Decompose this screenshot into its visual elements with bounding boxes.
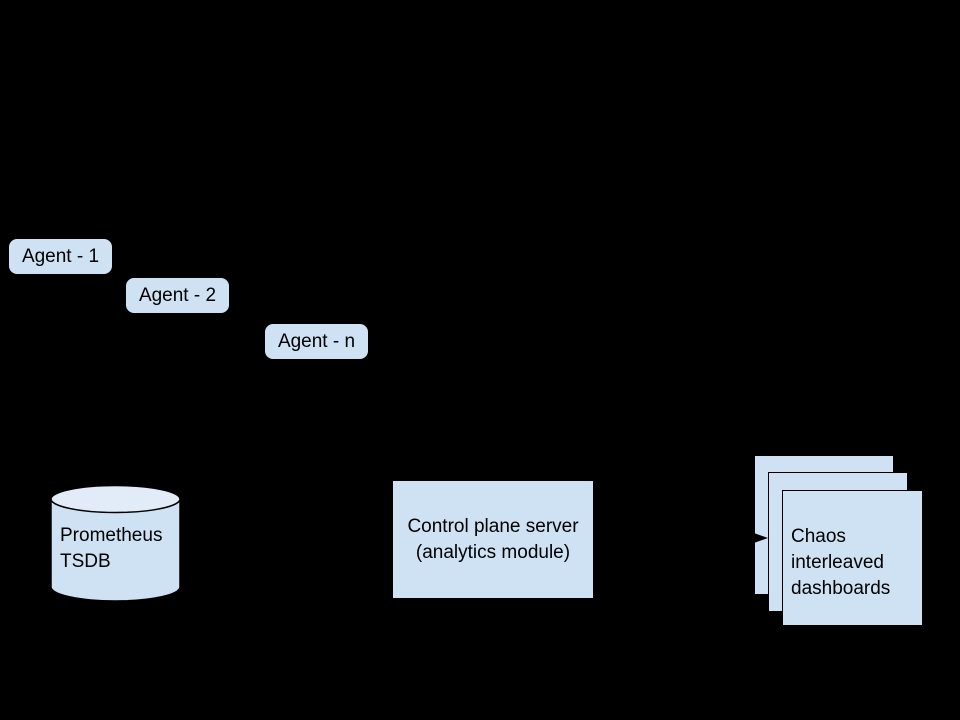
- control-plane-server-label: Control plane server (analytics module): [407, 515, 579, 563]
- agent-1-node: Agent - 1: [9, 239, 112, 274]
- dashboard-stack-front: Chaos interleaved dashboards: [782, 490, 923, 626]
- database-cylinder-icon: [50, 484, 181, 602]
- agent-n-label: Agent - n: [277, 330, 356, 352]
- prometheus-tsdb-label: Prometheus TSDB: [60, 525, 163, 572]
- agent-2-node: Agent - 2: [126, 278, 229, 313]
- arrow-right-icon: [751, 532, 768, 544]
- agent-1-label: Agent - 1: [21, 245, 100, 267]
- agent-n-node: Agent - n: [265, 324, 368, 359]
- chaos-dashboards-label: Chaos interleaved dashboards: [791, 526, 891, 599]
- agent-2-label: Agent - 2: [138, 284, 217, 306]
- control-plane-server-node: Control plane server (analytics module): [393, 481, 593, 598]
